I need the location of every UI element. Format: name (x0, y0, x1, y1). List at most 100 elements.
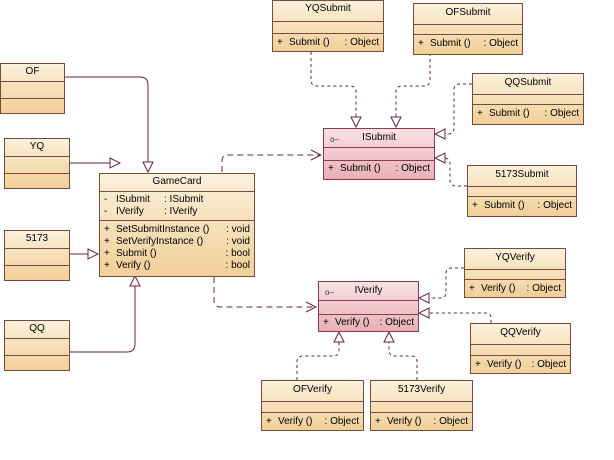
visibility: + (266, 416, 272, 427)
class-5173verify[interactable]: 5173Verify + Verify () : Object (370, 380, 473, 431)
operation-name: Verify () (487, 359, 522, 370)
visibility: - (104, 206, 108, 217)
interface-name: IVerify (354, 285, 383, 296)
operation-row: + SetSubmitInstance () : void (100, 224, 254, 236)
return-type: : void (226, 236, 250, 247)
class-name: QQSubmit (504, 77, 552, 88)
return-type: : Object (344, 37, 379, 48)
class-name: 5173Verify (397, 384, 446, 395)
attributes-section (465, 269, 565, 279)
class-ofsubmit[interactable]: OFSubmit + Submit () : Object (413, 3, 523, 55)
operations-section: + Verify () : Object (319, 314, 418, 329)
operation-name: Submit () (489, 108, 530, 119)
operation-row: + Submit () : Object (273, 37, 383, 49)
attribute-type: : IVerify (164, 206, 198, 217)
operation-row: + Submit () : bool (100, 248, 254, 260)
interface-title: o– IVerify (319, 282, 418, 300)
operation-name: Verify () (387, 416, 422, 427)
return-type: : Object (483, 38, 518, 49)
class-name: YQSubmit (305, 3, 351, 14)
return-type: : Object (537, 200, 572, 211)
operation-name: Verify () (116, 260, 151, 271)
return-type: : Object (324, 416, 359, 427)
operation-name: Verify () (335, 317, 370, 328)
ofsubmit-realization (396, 53, 431, 127)
qq-generalization (70, 276, 135, 353)
return-type: : Object (531, 359, 566, 370)
operations-section: + Submit () : Object (273, 33, 383, 49)
interface-icon: o– (325, 288, 334, 297)
operations-section (1, 98, 64, 115)
operations-section: + Submit () : Object (468, 196, 576, 212)
visibility: - (104, 194, 108, 205)
operations-section: + Verify () : Object (471, 355, 570, 371)
operations-section: + Submit () : Object (324, 160, 434, 175)
operation-name: Verify () (481, 283, 516, 294)
class-5173[interactable]: 5173 (4, 230, 70, 281)
class-ofverify[interactable]: OFVerify + Verify () : Object (261, 380, 364, 431)
class-qq[interactable]: QQ (4, 320, 70, 371)
class-5173submit[interactable]: 5173Submit + Submit () : Object (467, 165, 577, 217)
ofverify-realization (296, 332, 339, 380)
s5173submit-realization (435, 158, 467, 187)
class-name: 5173 (25, 233, 49, 244)
attribute-row: - ISubmit : ISubmit (100, 194, 254, 206)
class-qqsubmit[interactable]: QQSubmit + Submit () : Object (472, 73, 584, 125)
interface-isubmit[interactable]: o– ISubmit + Submit () : Object (323, 128, 435, 180)
of-generalization (65, 76, 148, 172)
operation-row: + SetVerifyInstance () : void (100, 236, 254, 248)
class-gamecard[interactable]: GameCard - ISubmit : ISubmit - IVerify :… (99, 173, 255, 277)
operation-name: Submit () (484, 200, 525, 211)
interface-name: ISubmit (362, 132, 396, 143)
operation-name: SetVerifyInstance () (116, 236, 204, 247)
return-type: : Object (379, 317, 414, 328)
return-type: : Object (544, 108, 579, 119)
qqsubmit-realization (435, 83, 472, 134)
return-type: : void (226, 224, 250, 235)
operation-name: Verify () (278, 416, 313, 427)
attributes-section (273, 21, 383, 33)
operation-row: + Verify () : Object (371, 416, 472, 428)
interface-title: o– ISubmit (324, 129, 434, 147)
attributes-section (1, 81, 64, 98)
operation-row: + Verify () : Object (262, 416, 363, 428)
return-type: : Object (433, 416, 468, 427)
class-yqsubmit[interactable]: YQSubmit + Submit () : Object (272, 0, 384, 52)
class-name: YQVerify (495, 252, 535, 263)
attributes-section (319, 300, 418, 314)
class-qqverify[interactable]: QQVerify + Verify () : Object (470, 323, 571, 374)
visibility: + (418, 38, 424, 49)
attributes-section (371, 401, 472, 412)
class-name: QQ (29, 323, 45, 334)
return-type: : bool (225, 260, 250, 271)
operations-section: + Submit () : Object (414, 34, 522, 50)
attribute-row: - IVerify : IVerify (100, 206, 254, 218)
qqverify-realization (419, 313, 492, 323)
attributes-section: - ISubmit : ISubmit - IVerify : IVerify (100, 191, 254, 220)
attributes-section (262, 401, 363, 412)
operation-row: + Verify () : bool (100, 260, 254, 272)
operation-name: SetSubmitInstance () (116, 224, 210, 235)
visibility: + (472, 200, 478, 211)
interface-iverify[interactable]: o– IVerify + Verify () : Object (318, 281, 419, 332)
class-yqverify[interactable]: YQVerify + Verify () : Object (464, 248, 566, 298)
class-name: OFVerify (293, 384, 332, 395)
interface-icon: o– (330, 135, 339, 144)
attribute-name: IVerify (116, 206, 144, 217)
v5173verify-realization (389, 332, 418, 380)
operation-row: + Submit () : Object (468, 200, 576, 212)
visibility: + (328, 163, 334, 174)
visibility: + (277, 37, 283, 48)
attributes-section (5, 156, 69, 173)
operation-row: + Submit () : Object (324, 163, 434, 175)
operation-name: Submit () (289, 37, 330, 48)
operations-section: + Verify () : Object (262, 412, 363, 428)
operations-section: + Verify () : Object (465, 279, 565, 295)
class-yq[interactable]: YQ (4, 138, 70, 189)
operation-row: + Verify () : Object (319, 317, 418, 329)
class-name: OF (25, 66, 40, 77)
operations-section (5, 265, 69, 282)
operations-section (5, 355, 69, 372)
class-of[interactable]: OF (0, 63, 65, 114)
